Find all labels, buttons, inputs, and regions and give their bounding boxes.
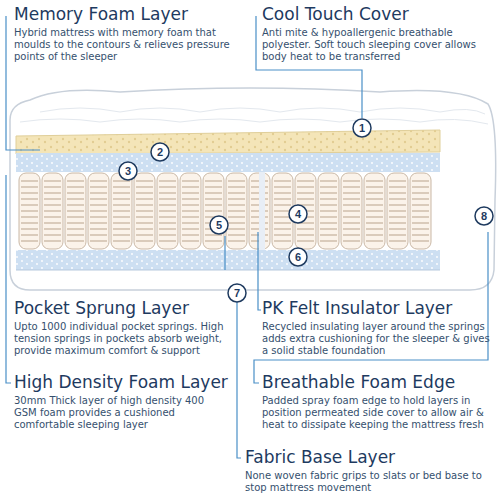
part-heading: Breathable Foam Edge [262, 372, 455, 393]
callout-number: 2 [151, 143, 169, 161]
part-description: Anti mite & hypoallergenic breathable po… [262, 27, 492, 63]
part-heading: Cool Touch Cover [262, 4, 409, 25]
part-heading: Memory Foam Layer [14, 4, 188, 25]
callout-number: 1 [353, 119, 371, 137]
part-heading: Fabric Base Layer [245, 447, 395, 468]
part-description: Upto 1000 individual pocket springs. Hig… [14, 321, 229, 357]
callout-number: 5 [210, 216, 228, 234]
part-description: 30mm Thick layer of high density 400 GSM… [14, 395, 229, 431]
part-heading: PK Felt Insulator Layer [262, 298, 452, 319]
callout-number: 7 [228, 284, 246, 302]
part-description: Recycled insulating layer around the spr… [262, 321, 494, 357]
callout-number: 8 [475, 207, 493, 225]
part-description: Hybrid mattress with memory foam that mo… [14, 27, 244, 63]
callout-number: 6 [289, 248, 307, 266]
part-description: Padded spray foam edge to hold layers in… [262, 395, 494, 431]
part-heading: High Density Foam Layer [14, 372, 228, 393]
callout-number: 4 [289, 205, 307, 223]
part-heading: Pocket Sprung Layer [14, 298, 189, 319]
callout-number: 3 [119, 162, 137, 180]
part-description: None woven fabric grips to slats or bed … [245, 470, 493, 494]
